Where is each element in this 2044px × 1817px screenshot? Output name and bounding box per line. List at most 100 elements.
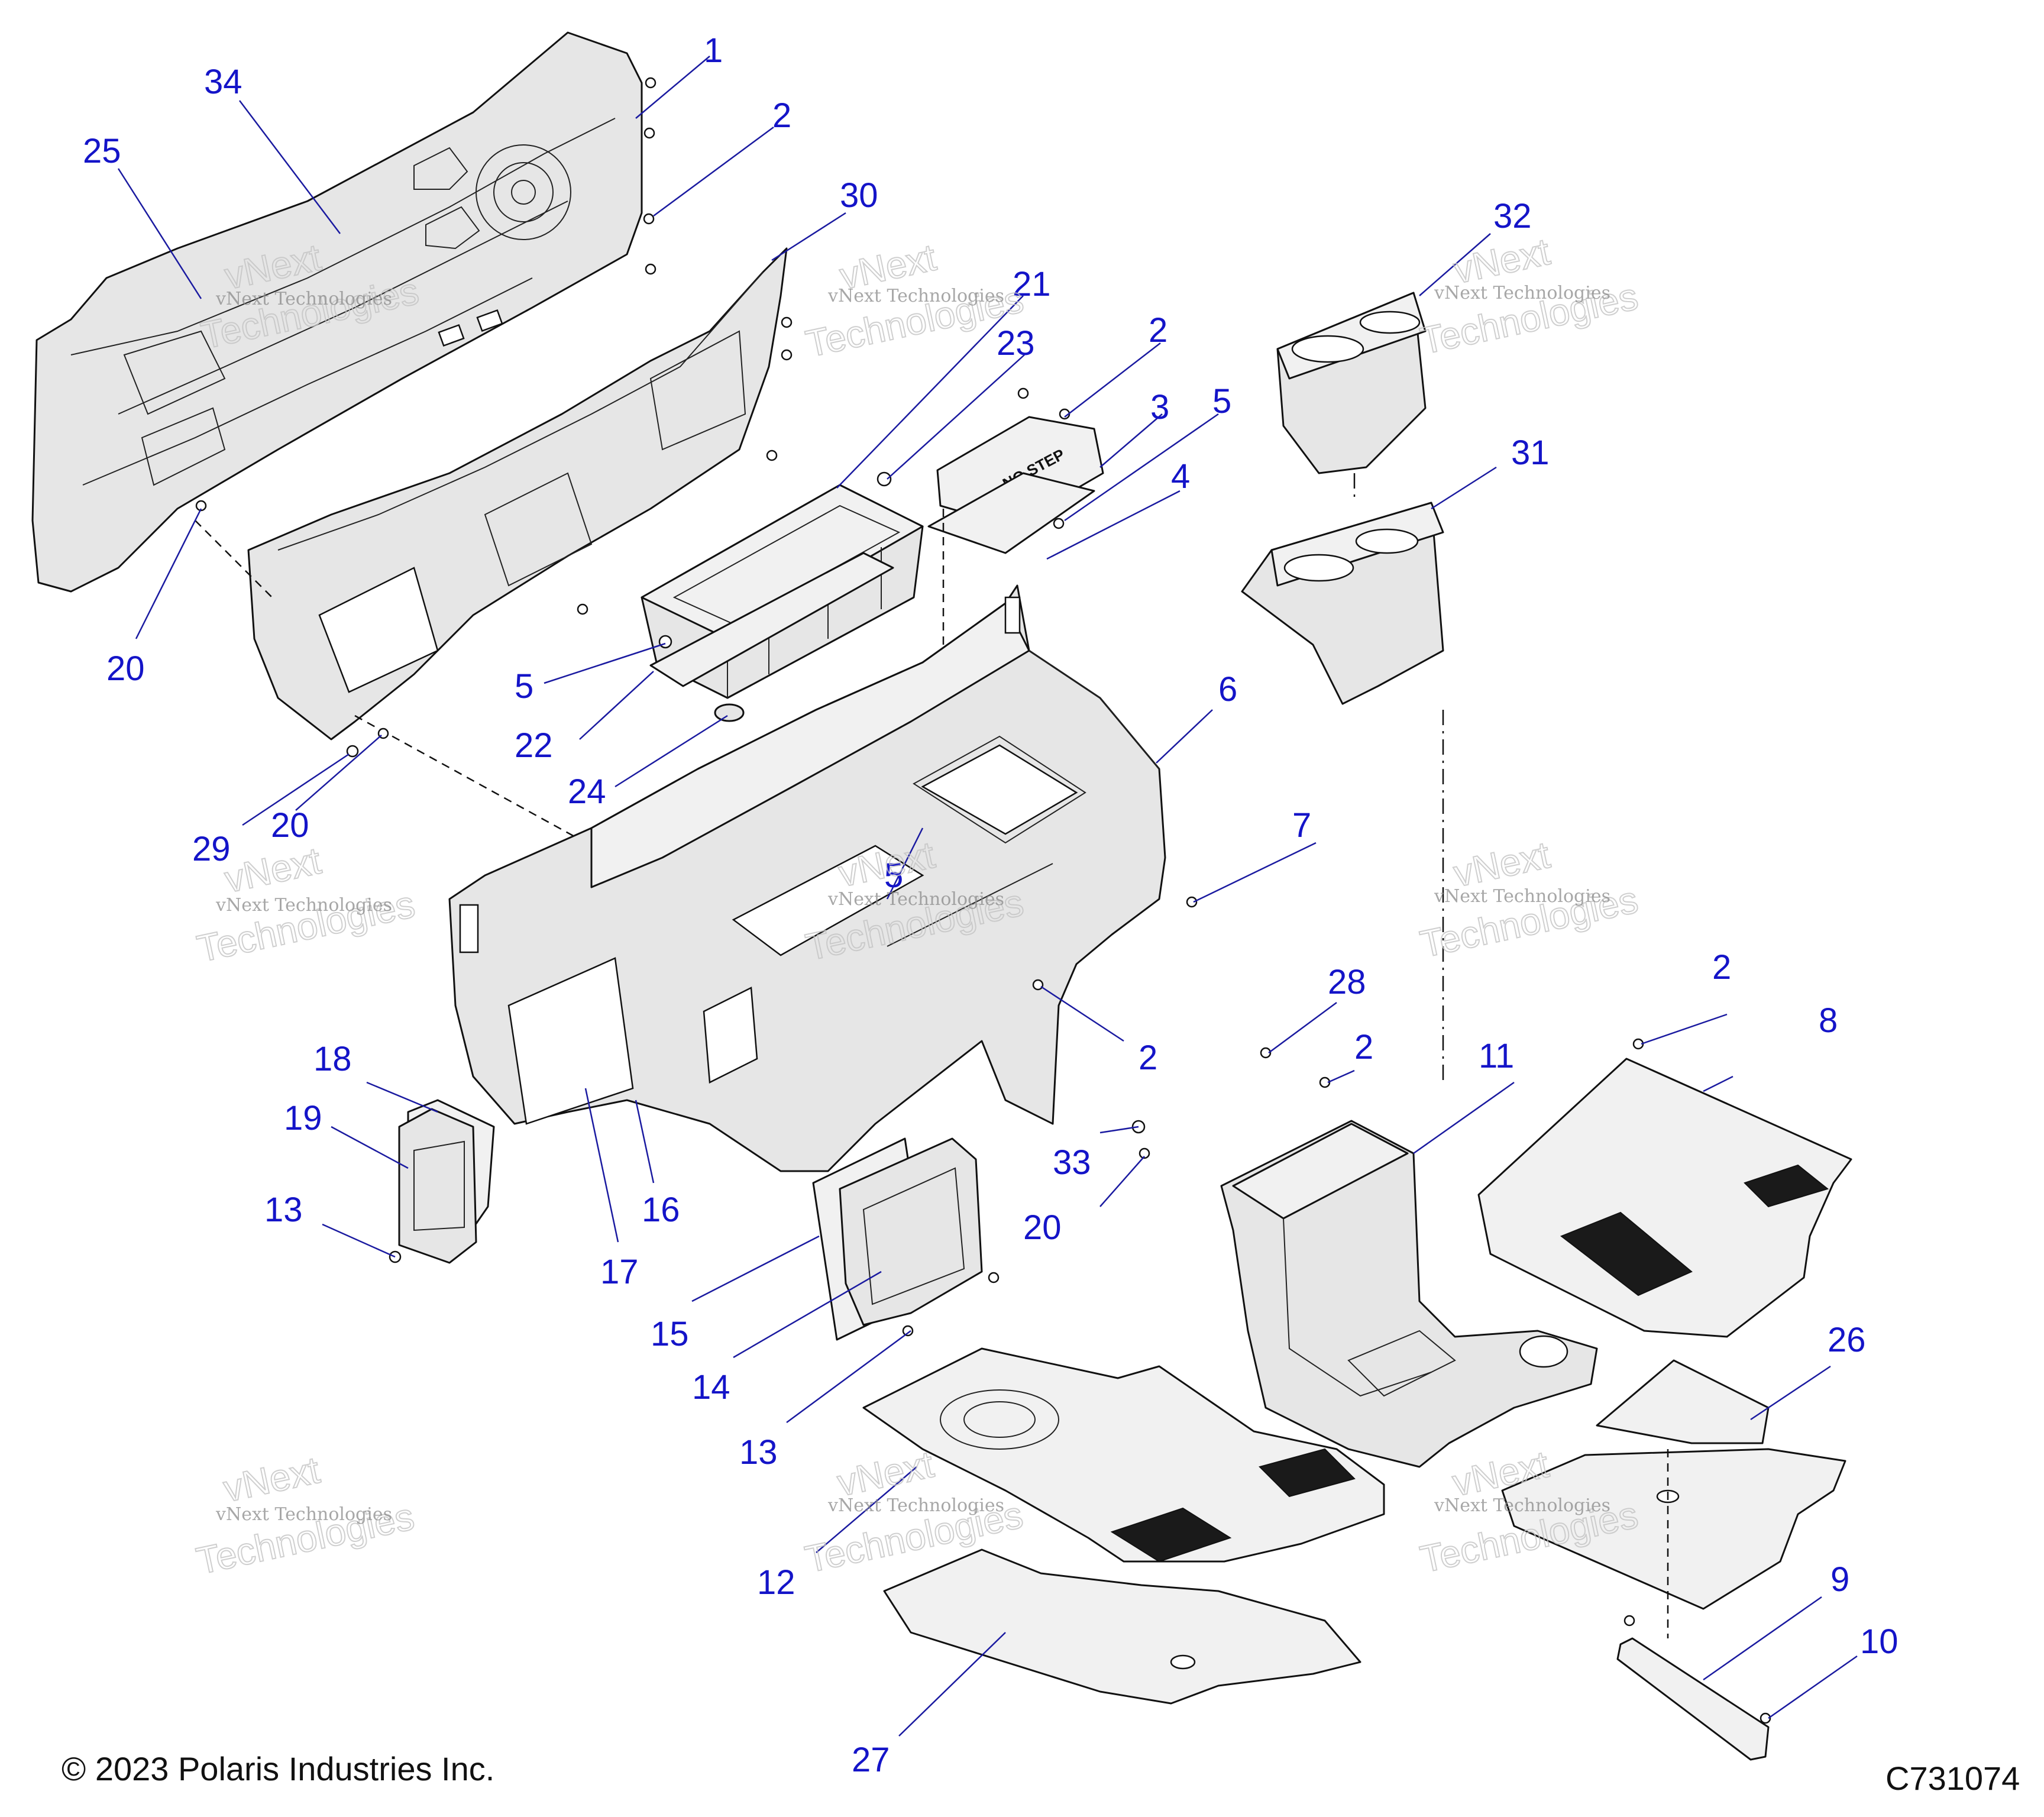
copyright-notice: © 2023 Polaris Industries Inc.	[62, 1750, 495, 1787]
part-cover-seal	[927, 472, 1095, 554]
callout-9: 9	[1830, 1560, 1849, 1599]
callout-30: 30	[840, 176, 878, 215]
fastener-screw	[577, 603, 588, 615]
fastener-screw	[1186, 896, 1198, 908]
callout-27: 27	[852, 1741, 890, 1779]
fastener-screw	[1017, 387, 1029, 399]
fastener-screw	[645, 263, 656, 275]
part-inner-bulkhead-panel	[247, 247, 788, 741]
part-upper-cupholder	[1276, 292, 1427, 474]
part-right-floor-liner	[1501, 1448, 1846, 1610]
fastener-screw	[1139, 1147, 1150, 1159]
leader-lines	[117, 56, 1858, 1737]
callout-25: 25	[83, 132, 121, 170]
fastener-screw	[766, 450, 778, 461]
watermark-text: vNext Technologies	[827, 1495, 1004, 1516]
part-lower-cupholder	[1241, 502, 1444, 705]
callout-34: 34	[204, 63, 242, 101]
fastener-screw	[1053, 518, 1065, 529]
callout-11: 11	[1479, 1037, 1514, 1075]
watermark-text: vNext Technologies	[215, 895, 392, 916]
fastener-screw	[658, 635, 672, 649]
callout-24: 24	[568, 772, 606, 811]
fastener-screw	[1260, 1047, 1272, 1059]
part-tub-gasket	[649, 552, 894, 687]
drawing-number: C731074	[1885, 1760, 2020, 1797]
part-left-floor-mat	[883, 1548, 1361, 1705]
fasteners	[195, 77, 1771, 1724]
part-left-floor-panel	[862, 1347, 1385, 1563]
callout-21: 21	[1013, 265, 1051, 303]
part-center-floor-tub	[1220, 1120, 1598, 1468]
callout-2: 2	[1139, 1039, 1157, 1077]
watermark-text: vNext Technologies	[215, 1504, 392, 1525]
callout-20: 20	[106, 649, 145, 688]
watermark-text: vNext Technologies	[1434, 283, 1610, 303]
part-left-access-cover	[398, 1108, 477, 1264]
fastener-screw	[877, 471, 892, 487]
fastener-screw	[781, 349, 793, 361]
watermark-text: vNext Technologies	[827, 286, 1004, 306]
callout-28: 28	[1328, 963, 1366, 1001]
callout-2: 2	[1149, 311, 1167, 350]
fastener-screw	[902, 1325, 914, 1337]
assembly-line	[354, 714, 592, 847]
part-main-console-frame	[448, 584, 1166, 1172]
fastener-screw	[643, 213, 655, 225]
callout-labels: 1 2 34 25 30 21 23 2 3 5 4 32 31 20 5 22…	[83, 31, 1899, 1779]
callout-5: 5	[1212, 382, 1231, 421]
svg-text:vNext: vNext	[220, 1449, 324, 1510]
fastener-screw	[346, 745, 359, 758]
part-grommet	[714, 703, 745, 722]
callout-14: 14	[692, 1368, 730, 1407]
callout-13: 13	[739, 1433, 778, 1472]
fastener-screw	[645, 77, 656, 89]
callout-18: 18	[313, 1040, 352, 1078]
callout-15: 15	[651, 1315, 689, 1353]
svg-text:vNext: vNext	[221, 839, 325, 901]
part-floor-bracket	[1616, 1637, 1770, 1761]
callout-16: 16	[642, 1191, 680, 1229]
part-rear-bulkhead-panel	[31, 31, 643, 593]
callout-2: 2	[772, 96, 791, 135]
fastener-screw	[988, 1272, 1000, 1283]
callout-12: 12	[757, 1563, 795, 1602]
fastener-screw	[1623, 1615, 1635, 1627]
assembly-line	[195, 520, 273, 598]
callout-17: 17	[600, 1253, 639, 1291]
fastener-screw	[781, 316, 793, 328]
callout-20: 20	[1023, 1208, 1062, 1247]
callout-19: 19	[284, 1099, 322, 1137]
callout-23: 23	[997, 324, 1035, 363]
callout-29: 29	[192, 830, 231, 868]
callout-3: 3	[1150, 388, 1169, 426]
fastener-screw	[1760, 1712, 1771, 1724]
callout-7: 7	[1292, 806, 1311, 845]
part-right-mat-upper	[1596, 1359, 1770, 1444]
callout-32: 32	[1493, 197, 1532, 235]
watermark-text: vNext Technologies	[215, 289, 392, 309]
callout-6: 6	[1218, 670, 1237, 709]
callout-2: 2	[1354, 1028, 1373, 1066]
callout-13: 13	[264, 1191, 303, 1229]
callout-5: 5	[884, 856, 903, 895]
callout-22: 22	[515, 726, 553, 765]
callout-2: 2	[1712, 948, 1731, 987]
callout-10: 10	[1860, 1622, 1899, 1661]
callout-26: 26	[1828, 1321, 1866, 1359]
callout-31: 31	[1511, 434, 1550, 472]
fastener-screw	[1032, 979, 1044, 991]
fastener-screw	[195, 500, 207, 512]
fastener-screw	[643, 127, 655, 139]
watermark-text: vNext Technologies	[1434, 886, 1610, 907]
callout-8: 8	[1819, 1001, 1838, 1040]
callout-5: 5	[515, 667, 533, 706]
part-right-floor-panel	[1477, 1058, 1852, 1338]
watermark-text: vNext Technologies	[1434, 1495, 1610, 1516]
callout-4: 4	[1171, 457, 1190, 496]
watermark-text: vNext Technologies	[827, 889, 1004, 910]
callout-20: 20	[271, 806, 309, 845]
callout-1: 1	[704, 31, 723, 70]
callout-33: 33	[1053, 1143, 1091, 1182]
